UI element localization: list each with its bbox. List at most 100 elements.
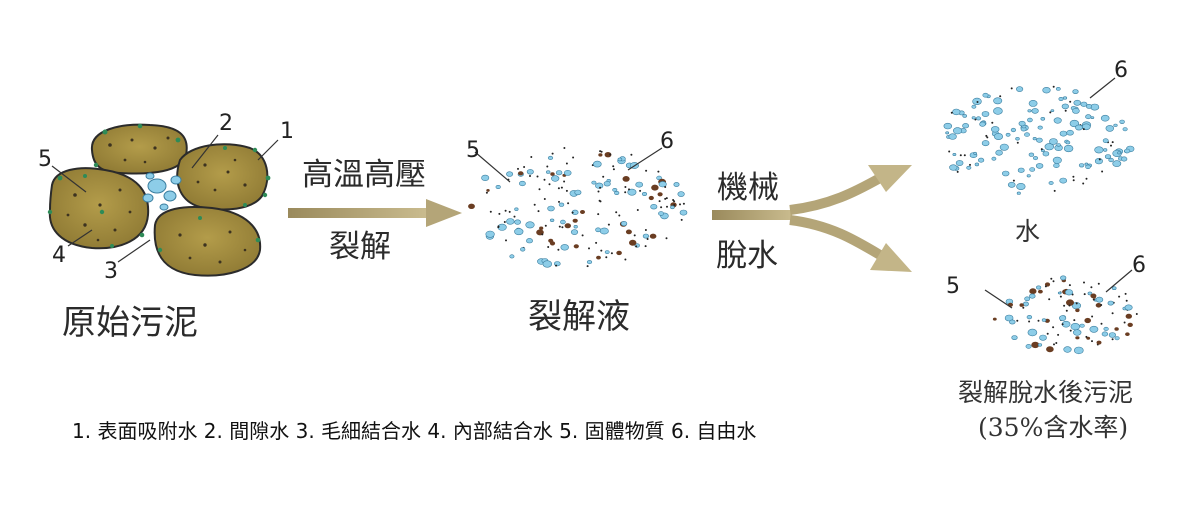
- fine-particle: [1111, 338, 1114, 341]
- solid-particle: [486, 189, 490, 192]
- water-droplet: [1103, 326, 1109, 331]
- water-droplet: [1117, 151, 1121, 155]
- water-droplet: [1114, 336, 1120, 341]
- fine-particle: [1012, 179, 1015, 182]
- water-droplet: [1040, 117, 1046, 121]
- water-droplet: [603, 181, 611, 187]
- water-droplet: [560, 219, 566, 225]
- fine-particle: [624, 191, 627, 194]
- water-droplet: [1072, 108, 1080, 114]
- water-droplet: [952, 108, 961, 116]
- fine-particle: [563, 180, 566, 183]
- fine-particle: [956, 170, 959, 173]
- water-droplet: [1017, 167, 1025, 173]
- water-droplet: [1027, 117, 1033, 123]
- fine-particle: [567, 202, 570, 205]
- fine-particle: [1091, 340, 1093, 343]
- solid-particle: [572, 218, 578, 223]
- marker-leader-lines: [474, 77, 1133, 309]
- water-droplet: [570, 229, 579, 235]
- water-droplet: [1050, 109, 1055, 113]
- fine-particle: [1040, 148, 1043, 151]
- fine-particle: [1072, 179, 1075, 182]
- fine-particle: [607, 223, 610, 226]
- surface-water-dots: [47, 123, 271, 253]
- marker-4: 4: [52, 243, 66, 268]
- water-droplet: [971, 104, 977, 109]
- fine-particle: [563, 147, 566, 149]
- fine-particle: [969, 163, 971, 166]
- water-droplet: [1041, 318, 1047, 322]
- water-droplet: [982, 92, 989, 98]
- water-droplet: [1090, 116, 1095, 120]
- interstitial-water: [142, 172, 182, 211]
- water-droplet: [574, 189, 582, 196]
- fine-particle: [1118, 295, 1121, 298]
- solid-particle: [1125, 313, 1133, 319]
- fine-particle: [517, 167, 519, 170]
- water-droplet: [1108, 332, 1116, 338]
- water-droplet: [1102, 138, 1109, 143]
- water-droplet: [520, 247, 526, 252]
- fine-particle: [498, 212, 501, 215]
- sludge-granule: [48, 167, 150, 250]
- water-droplet: [943, 122, 952, 130]
- water-droplet: [506, 218, 515, 225]
- water-droplet: [551, 175, 560, 182]
- marker-3: 3: [104, 259, 118, 284]
- fine-particle: [1090, 286, 1093, 289]
- water-droplet: [1104, 154, 1112, 159]
- water-droplet: [1058, 315, 1067, 321]
- fine-particle: [679, 203, 681, 206]
- water-droplet: [1107, 300, 1114, 306]
- fine-particle: [1028, 320, 1031, 323]
- solid-particle: [564, 223, 571, 229]
- fine-particle: [1048, 298, 1051, 301]
- water-droplet: [1053, 163, 1060, 169]
- water-droplet: [1005, 132, 1011, 137]
- water-droplet: [1100, 114, 1110, 122]
- dewatered-sludge-particles: [992, 275, 1138, 355]
- water-droplet: [1061, 103, 1069, 110]
- fine-particle: [1064, 109, 1067, 112]
- fine-particle: [1063, 304, 1066, 307]
- water-droplet: [949, 164, 958, 171]
- fine-particle: [537, 210, 540, 213]
- water-droplet: [962, 114, 968, 118]
- solid-particle: [1029, 288, 1037, 295]
- water-droplet: [1037, 343, 1043, 347]
- fine-particle: [599, 200, 602, 203]
- fine-particle: [489, 210, 492, 213]
- fine-particle: [948, 150, 951, 153]
- fine-particle: [543, 198, 546, 200]
- water-droplet: [1024, 132, 1030, 137]
- fine-particle: [644, 229, 647, 231]
- marker-6-lysate: 6: [660, 129, 674, 154]
- water-droplet: [1075, 124, 1083, 131]
- fine-particle: [581, 234, 584, 237]
- fine-particle: [1100, 304, 1103, 306]
- water-droplet: [1010, 127, 1017, 133]
- solid-particle: [518, 171, 524, 176]
- solid-particle: [1125, 332, 1130, 337]
- water-droplet: [586, 260, 593, 265]
- water-droplet: [599, 227, 609, 235]
- fine-particle: [1075, 302, 1078, 305]
- fine-particle: [1083, 293, 1086, 296]
- solid-particle: [598, 153, 603, 157]
- fine-particle: [628, 188, 630, 191]
- water-droplet: [1036, 137, 1043, 143]
- water-droplet: [952, 153, 957, 157]
- water-droplet: [1085, 114, 1092, 120]
- water-droplet: [1027, 328, 1038, 337]
- fine-particle: [558, 225, 561, 228]
- marker-5-lysate: 5: [466, 138, 480, 163]
- fine-particle: [557, 248, 560, 251]
- water-droplet: [1103, 148, 1108, 152]
- water-droplet: [563, 169, 572, 176]
- fine-particle: [1085, 177, 1088, 180]
- water-droplet: [1025, 344, 1032, 349]
- fine-particle: [597, 190, 600, 193]
- marker-6-dewatered: 6: [1132, 253, 1146, 278]
- fine-particle: [636, 209, 639, 211]
